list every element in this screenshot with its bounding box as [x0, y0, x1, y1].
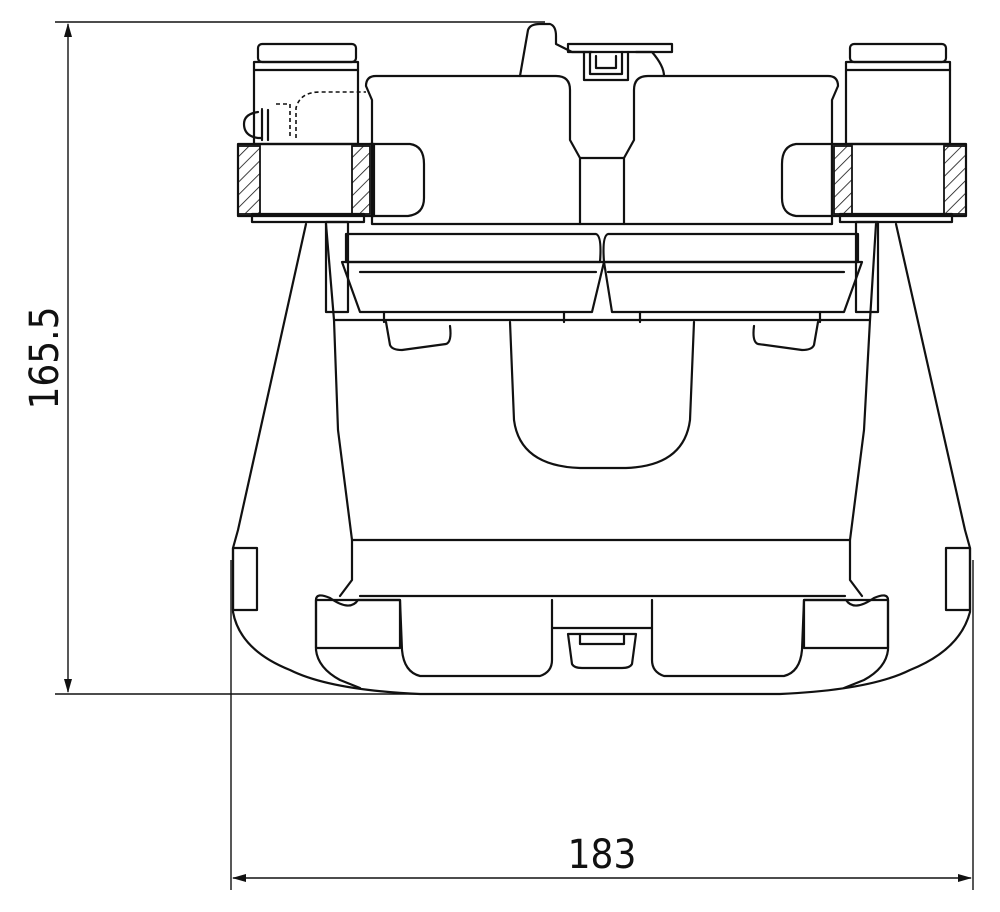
upper-body-right	[622, 74, 840, 226]
bottom-right-foot	[650, 594, 890, 678]
upper-body-left	[364, 74, 582, 226]
right-side-tab	[944, 546, 972, 612]
right-brake-pad	[602, 260, 864, 314]
right-clip	[752, 320, 820, 352]
left-brake-pad	[340, 260, 606, 314]
bottom-left-foot	[314, 594, 554, 678]
width-dimension-label: 183	[568, 832, 637, 878]
left-clip	[384, 320, 452, 352]
top-bridge	[518, 22, 666, 78]
bleed-valve	[566, 42, 674, 82]
left-guide-pin	[236, 42, 426, 224]
brake-line-fitting	[242, 91, 366, 142]
inner-housing	[324, 222, 878, 598]
center-cavity	[508, 320, 696, 470]
height-dimension: 165.5	[22, 21, 560, 695]
left-side-tab	[231, 546, 259, 612]
height-dimension-label: 165.5	[22, 307, 68, 410]
caliper-outer-body	[231, 222, 972, 696]
right-guide-pin	[780, 42, 968, 224]
bottom-center-slot	[550, 626, 654, 670]
width-dimension: 183	[230, 560, 974, 890]
